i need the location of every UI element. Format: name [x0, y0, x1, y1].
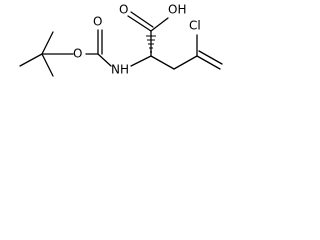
atom-label-carboxyl-hydroxyl: OH — [168, 3, 186, 17]
bond-carboxyl-double-1 — [127, 15, 152, 32]
bond-carboxyl-to-oh — [150, 17, 169, 32]
bond-tbu-methyl-1 — [19, 53, 43, 67]
bond-nh-to-alpha-carbon — [130, 55, 152, 67]
molecule-diagram: O OH Cl O O NH — [19, 3, 223, 77]
bond-vinyl-double-1 — [196, 55, 221, 70]
atom-label-amine-nitrogen: NH — [111, 63, 129, 77]
bond-tbu-methyl-2 — [41, 31, 54, 55]
bond-carbamate-to-nh — [97, 53, 112, 67]
bond-alpha-to-ch2 — [150, 55, 175, 70]
atom-label-ester-oxygen: O — [73, 47, 82, 61]
bond-ch2-to-vinyl — [173, 55, 198, 70]
chemical-structure-canvas: O OH Cl O O NH — [0, 0, 286, 109]
bond-tbu-methyl-3 — [41, 53, 54, 77]
stereo-hash-bond — [146, 35, 156, 53]
atom-label-chlorine: Cl — [189, 19, 201, 33]
bond-vinyl-double-2 — [198, 50, 223, 65]
atom-label-carboxyl-oxygen: O — [119, 3, 128, 17]
bond-carboxyl-double-2 — [130, 11, 154, 28]
atom-label-carbamate-oxygen: O — [93, 15, 102, 29]
